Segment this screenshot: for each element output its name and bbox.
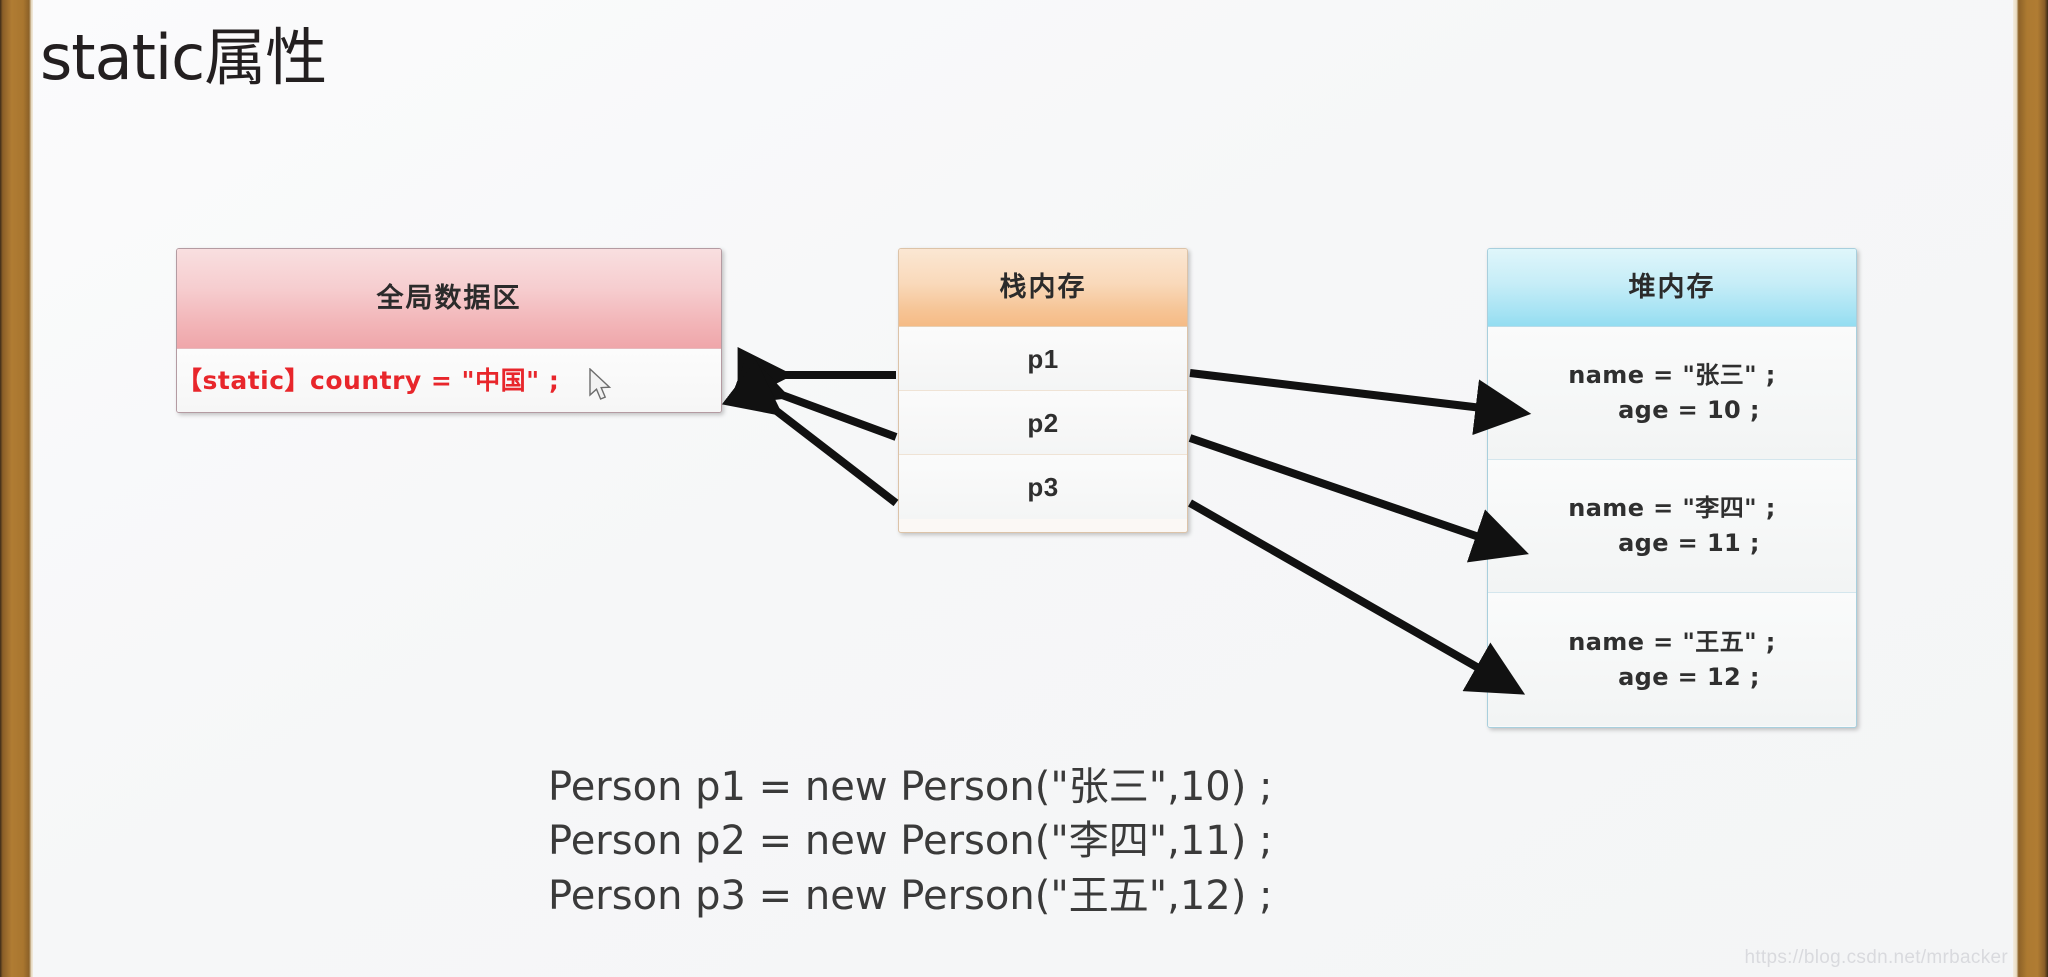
heap-object-3: name = "王五" ; age = 12 ; (1488, 593, 1856, 726)
code-line-2: Person p2 = new Person("李四",11) ; (548, 818, 1273, 865)
heap-memory-header: 堆内存 (1488, 249, 1856, 327)
stack-row-p2: p2 (899, 391, 1187, 455)
heap-object-2-age: age = 11 ; (1618, 529, 1760, 557)
code-line-1: Person p1 = new Person("张三",10) ; (548, 764, 1273, 810)
heap-object-3-age: age = 12 ; (1618, 662, 1760, 691)
stack-row-p1: p1 (899, 327, 1187, 391)
code-block: Person p1 = new Person("张三",10) ; Person… (548, 760, 1273, 923)
heap-object-3-name: name = "王五" ; (1568, 627, 1776, 656)
heap-object-1: name = "张三" ; age = 10 ; (1488, 327, 1856, 460)
stack-memory-header: 栈内存 (899, 249, 1187, 327)
watermark: https://blog.csdn.net/mrbacker (1744, 947, 2008, 968)
static-country-field: 【static】country = "中国" ; (177, 349, 721, 412)
page-title: static属性 (40, 21, 327, 94)
heap-object-1-age: age = 10 ; (1618, 396, 1760, 424)
slide-frame-right (2013, 0, 2048, 977)
heap-memory-box: 堆内存 name = "张三" ; age = 10 ; name = "李四"… (1487, 248, 1857, 728)
heap-object-1-name: name = "张三" ; (1568, 361, 1776, 390)
global-data-area-box: 全局数据区 【static】country = "中国" ; (176, 248, 722, 413)
heap-object-2: name = "李四" ; age = 11 ; (1488, 460, 1856, 593)
stack-row-p3: p3 (899, 455, 1187, 519)
stack-memory-box: 栈内存 p1 p2 p3 (898, 248, 1188, 533)
slide-frame-left (0, 0, 33, 977)
code-line-3: Person p3 = new Person("王五",12) ; (548, 872, 1273, 919)
heap-object-2-name: name = "李四" ; (1568, 494, 1776, 523)
global-data-area-header: 全局数据区 (177, 249, 721, 349)
